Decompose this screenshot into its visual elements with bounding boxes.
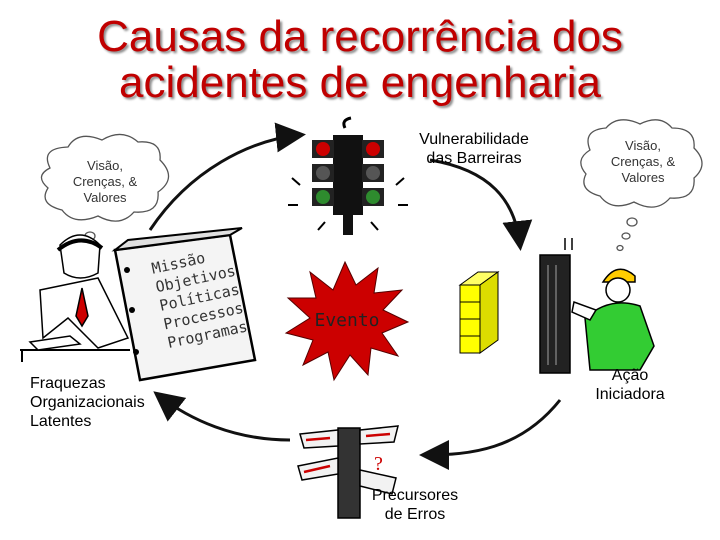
traffic-light-icon [288,116,408,235]
cloud-right-text: Visão,Crenças, &Valores [610,138,676,185]
arrow-action-to-precursors [419,399,562,470]
arrow-barriers-to-action [429,158,533,251]
worker-at-panel-icon [539,238,655,374]
title-line-2: acidentes de engenharia [119,58,601,107]
arrow-latent-to-barriers [148,122,306,231]
thought-cloud-right [580,119,703,252]
diagram-title: Causas da recorrência dos acidentes de e… [0,14,720,106]
binder-contents: Missão Objetivos Políticas Processos Pro… [150,237,280,367]
signpost-icon: ? [297,425,399,519]
title-line-1: Causas da recorrência dos [97,12,623,61]
cloud-left-text: Visão,Crenças, &Valores [72,158,138,205]
event-burst-icon [284,260,410,382]
event-label: Evento [314,310,380,331]
arrow-precursors-to-latent [153,391,291,442]
man-at-desk-icon [20,234,130,362]
yellow-blocks-icon [458,271,500,354]
binder-icon [111,227,257,382]
svg-text:?: ? [374,453,383,475]
